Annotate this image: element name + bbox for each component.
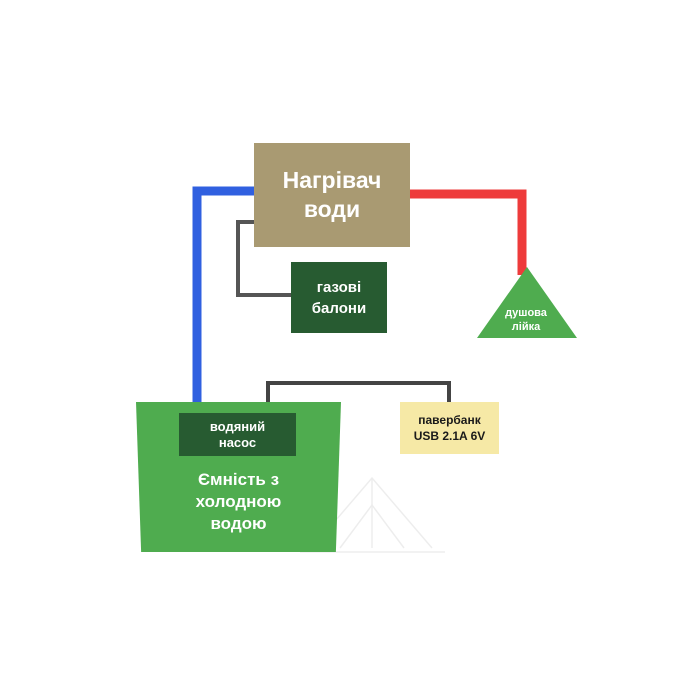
gas-hose-line: [236, 220, 292, 297]
water-heater-label-line2: води: [303, 196, 361, 222]
shower-head-label-line2: лійка: [511, 321, 541, 333]
water-pump-label-line2: насос: [218, 434, 257, 450]
gas-cylinders-label-line1: газові: [316, 278, 362, 296]
tank-label-line1: Ємність з: [197, 470, 280, 489]
powerbank-box: павербанк USB 2.1A 6V: [400, 402, 499, 454]
cold-water-line: [192, 186, 255, 418]
water-heater-label-line1: Нагрівач: [282, 167, 382, 193]
power-cable-line: [266, 381, 451, 414]
tank-label-line2: холодною: [195, 492, 282, 511]
shower-head-label-line1: душова: [505, 307, 547, 319]
water-pump-label-line1: водяний: [209, 418, 266, 434]
hot-water-line: [408, 189, 527, 275]
shower-head-shape: [477, 267, 577, 338]
shower-head-label: душова лійка: [478, 306, 574, 334]
gas-cylinders-box: газові балони: [291, 262, 387, 333]
water-heater-box: Нагрівач води: [254, 143, 410, 247]
gas-cylinders-label-line2: балони: [311, 299, 367, 317]
tank-label-line3: водою: [210, 514, 267, 533]
water-pump-box: водяний насос: [179, 413, 296, 456]
cold-water-tank: Ємність з холодною водою: [136, 402, 341, 552]
powerbank-label-line1: павербанк: [418, 413, 481, 427]
powerbank-label-line2: USB 2.1A 6V: [413, 429, 486, 443]
